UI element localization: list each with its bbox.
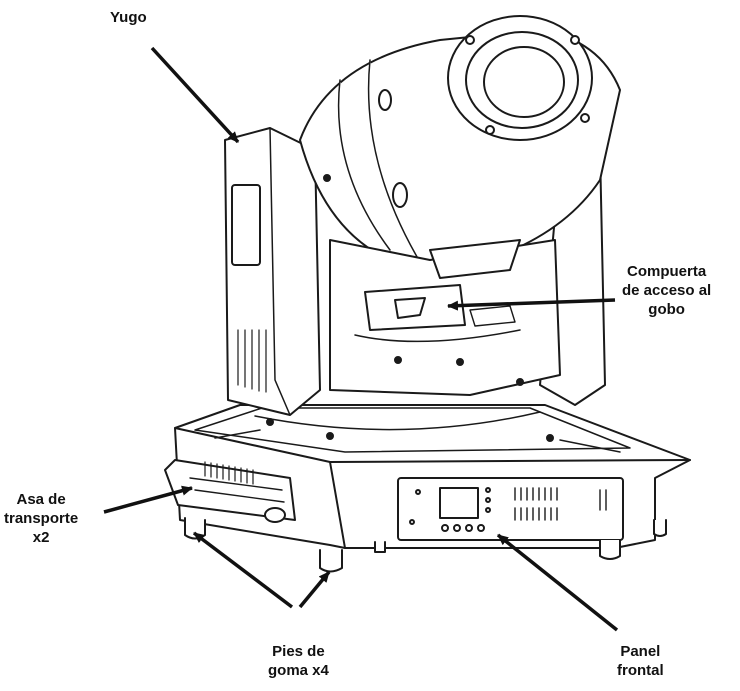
arrow-handle (103, 485, 193, 514)
arrow-panel (496, 533, 619, 632)
rubber-feet (184, 517, 667, 573)
label-feet-line2: goma x4 (268, 662, 329, 679)
lens-assembly (447, 15, 593, 141)
label-gobo-door: Compuerta de acceso al gobo (622, 262, 711, 319)
label-gobo-door-line1: Compuerta (627, 263, 707, 280)
label-gobo-door-line3: gobo (648, 301, 685, 318)
label-panel-line1: Panel (620, 643, 661, 660)
arrow-foot-left (192, 531, 294, 609)
arrow-yoke (150, 46, 240, 144)
label-yoke: Yugo (110, 8, 147, 27)
label-handle-line3: x2 (32, 529, 50, 546)
label-panel-line2: frontal (617, 662, 664, 679)
label-gobo-door-line2: de acceso al (622, 282, 712, 299)
label-handle-line1: Asa de (16, 491, 66, 508)
callout-arrows (103, 46, 619, 632)
label-feet: Pies de goma x4 (268, 642, 329, 680)
label-handle: Asa de transporte x2 (4, 490, 78, 547)
label-panel: Panel frontal (617, 642, 664, 680)
label-yoke-text: Yugo (110, 9, 147, 26)
gobo-access-area (323, 174, 561, 396)
label-feet-line1: Pies de (272, 643, 325, 660)
arrow-foot-right (298, 570, 331, 609)
arrow-gobo-door (447, 298, 616, 311)
yoke-left-arm (224, 127, 321, 416)
front-panel (397, 477, 624, 541)
carry-handle (164, 459, 296, 523)
label-handle-line2: transporte (4, 510, 79, 527)
